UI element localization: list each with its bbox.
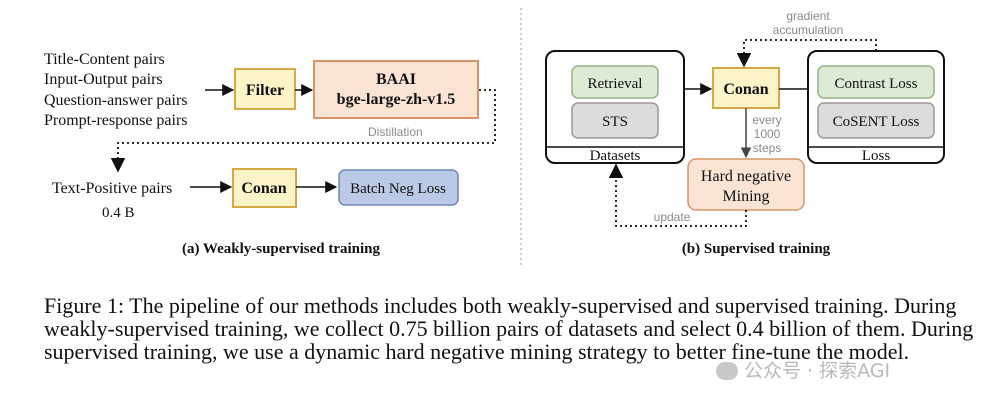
every-label: every xyxy=(752,113,781,127)
hard-negative-label: Hard negative xyxy=(701,168,791,185)
contrast-loss-box xyxy=(817,65,935,99)
conan-box-a xyxy=(232,168,297,208)
distillation-path xyxy=(110,89,496,173)
mining-label: Mining xyxy=(722,188,769,205)
watermark-text: 公众号 · 探索AGI xyxy=(744,360,891,382)
accumulation-label: accumulation xyxy=(773,23,844,37)
wechat-icon xyxy=(716,362,738,380)
input-label-title-content: Title-Content pairs xyxy=(44,51,165,68)
cosent-loss-box xyxy=(817,102,935,139)
steps-count-label: 1000 xyxy=(754,127,781,141)
baai-label: BAAI xyxy=(376,71,416,88)
filter-box xyxy=(234,68,296,110)
update-path xyxy=(608,163,747,227)
loss-label: Loss xyxy=(862,148,891,164)
pairs-count: 0.4 B xyxy=(102,205,135,221)
retrieval-box xyxy=(571,65,659,99)
contrast-loss-label: Contrast Loss xyxy=(835,76,918,92)
conan-label-a: Conan xyxy=(241,180,286,197)
watermark: 公众号 · 探索AGI xyxy=(716,356,890,383)
conan-box-b xyxy=(712,67,780,109)
input-label-question-answer: Question-answer pairs xyxy=(44,92,188,109)
update-label: update xyxy=(654,210,691,224)
baai-model-box xyxy=(313,60,479,119)
cosent-loss-label: CoSENT Loss xyxy=(833,114,920,130)
datasets-label: Datasets xyxy=(590,148,641,164)
pipeline-diagram: Title-Content pairs Input-Output pairs Q… xyxy=(44,8,945,265)
gradient-accumulation-path xyxy=(736,39,877,68)
panel-b: Datasets Retrieval STS Conan gradient ac… xyxy=(545,9,945,257)
input-label-input-output: Input-Output pairs xyxy=(44,71,163,88)
retrieval-label: Retrieval xyxy=(588,76,643,92)
distillation-label: Distillation xyxy=(368,125,423,139)
steps-label: steps xyxy=(753,141,782,155)
panel-a: Title-Content pairs Input-Output pairs Q… xyxy=(44,51,496,257)
panel-b-caption: (b) Supervised training xyxy=(682,241,831,257)
panel-a-caption: (a) Weakly-supervised training xyxy=(182,241,381,257)
conan-label-b: Conan xyxy=(723,81,768,98)
batch-neg-loss-box xyxy=(338,169,459,206)
baai-model-name: bge-large-zh-v1.5 xyxy=(337,91,456,108)
sts-box xyxy=(571,102,659,139)
gradient-label: gradient xyxy=(786,9,830,23)
batch-neg-loss-label: Batch Neg Loss xyxy=(350,181,446,197)
figure-caption: Figure 1: The pipeline of our methods in… xyxy=(44,293,974,364)
filter-label: Filter xyxy=(246,82,284,99)
text-positive-label: Text-Positive pairs xyxy=(52,180,172,197)
input-label-prompt-response: Prompt-response pairs xyxy=(44,112,188,129)
sts-label: STS xyxy=(602,114,628,130)
